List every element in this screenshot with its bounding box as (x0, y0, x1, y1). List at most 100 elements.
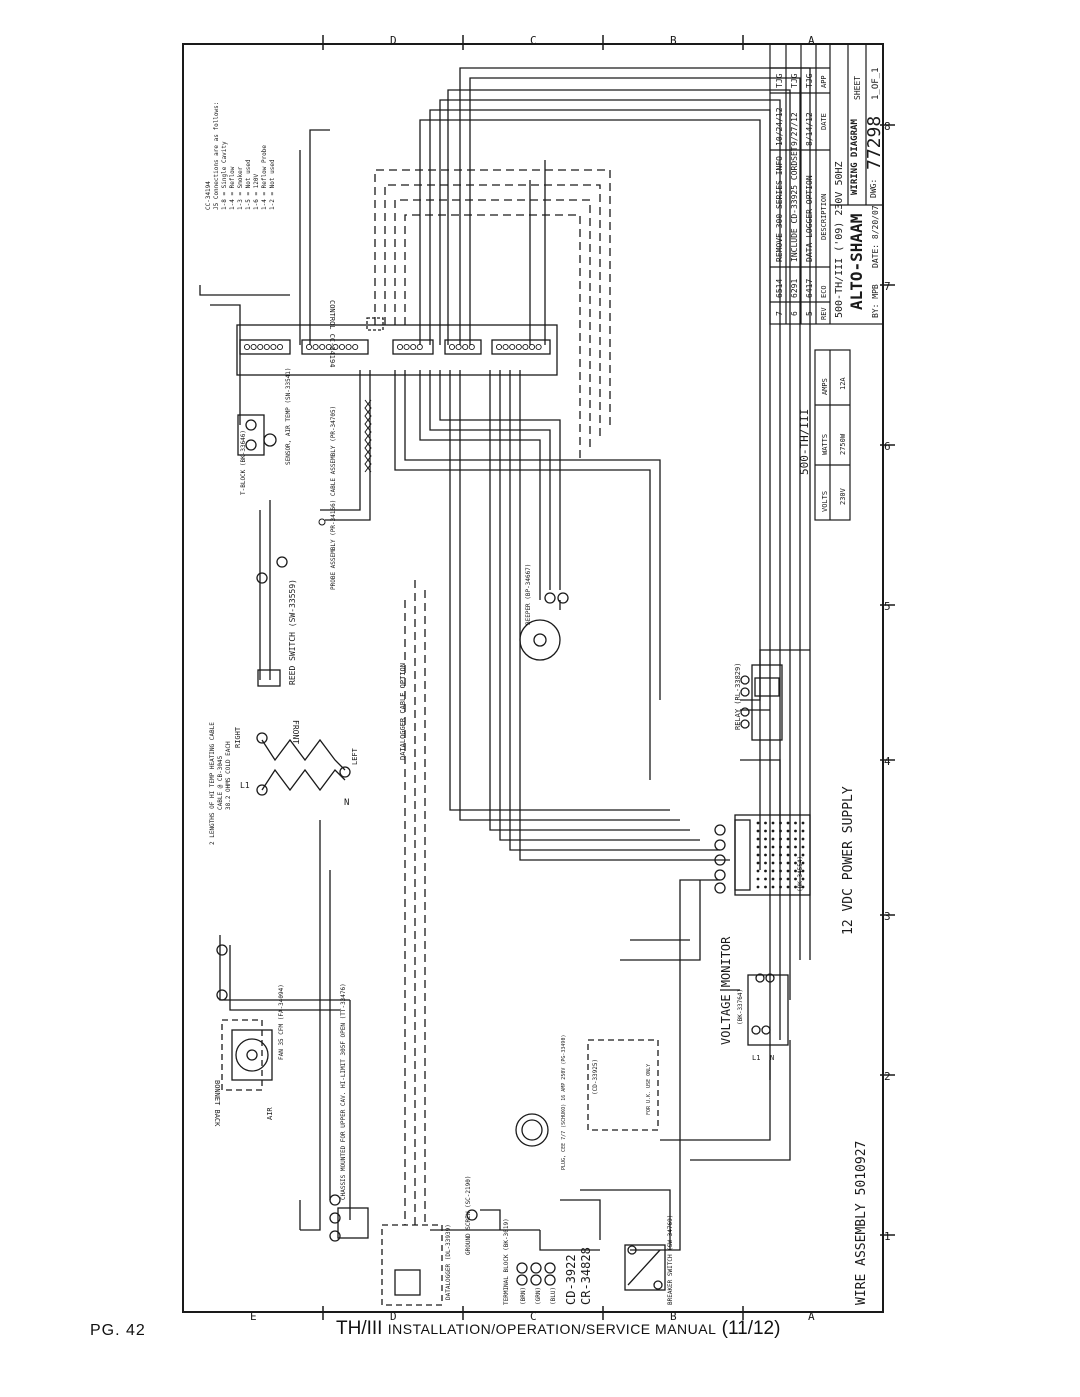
title-block (769, 43, 884, 325)
label-front: FRONT (291, 720, 300, 744)
connector-pin (305, 343, 313, 351)
rev-header-desc: DESCRIPTION (820, 194, 828, 240)
rev-6-app: TJG (790, 73, 799, 88)
note-6: 1-6 = 120V (253, 173, 260, 210)
label-datalogger: DATALOGGER (DL-33939) (445, 1224, 452, 1300)
vent-dot (801, 869, 805, 873)
label-bonnet: BONNET BACK (213, 1080, 221, 1127)
drawing-title: WIRING DIAGRAM (850, 119, 860, 195)
vent-dot (801, 853, 805, 857)
grid-row-b: B (670, 1310, 677, 1320)
vent-dot (779, 877, 782, 881)
vent-dot (794, 861, 797, 865)
grid-row-d: D (390, 1310, 397, 1320)
vent-dot (786, 885, 790, 889)
vent-dot (764, 861, 767, 865)
grid-row-b-top: B (670, 34, 677, 47)
grid-row-a: A (808, 1310, 815, 1320)
label-ground: GROUND SCREW (SC-2190) (465, 1176, 472, 1255)
vent-dot (794, 877, 797, 881)
connector-pin (502, 343, 509, 351)
rev-header-date: DATE (820, 113, 828, 130)
spec-header-volts: VOLTS (821, 491, 829, 512)
vent-dot (779, 829, 782, 833)
label-beeper: BEEPER (BP-34667) (525, 564, 532, 625)
label-heating: 2 LENGTHS OF HI TEMP HEATING CABLE (209, 722, 216, 845)
sheet-label: SHEET (853, 76, 862, 100)
control-board (236, 317, 558, 376)
rev-6-rev: 6 (790, 311, 799, 316)
rev-6-desc: INCLUDE CD-33925 CORDSET (790, 146, 799, 262)
connector-pin (416, 343, 423, 351)
control-connector-j3 (392, 339, 434, 355)
note-2: 1-8 = Single Cavity (221, 141, 228, 210)
label-cord-2: CR-34828 (579, 1247, 593, 1305)
vent-dot (764, 821, 767, 825)
label-power-supply: 12 VDC POWER SUPPLY (841, 786, 856, 935)
connector-pin (396, 343, 404, 351)
rev-7-eco: 6514 (775, 279, 784, 298)
grid-col-8: 8 (884, 120, 891, 133)
connector-pin (257, 343, 264, 351)
sheet-border (182, 43, 884, 1313)
grid-ticks (322, 35, 895, 1320)
vent-dot (771, 845, 775, 849)
connector-pin (319, 343, 326, 351)
vent-dot (801, 861, 805, 865)
rev-7-rev: 7 (775, 311, 784, 316)
grid-column-labels: 1 2 3 4 5 6 7 8 (884, 120, 891, 1243)
connector-pin (332, 343, 339, 351)
connector-pin (515, 343, 522, 351)
vent-dot (779, 837, 782, 841)
label-plug: PLUG, CEE 7/7 (SCHUKO) 16 AMP 250V (PG-3… (561, 1035, 567, 1170)
dwg-label: DWG: (869, 179, 878, 198)
page-number: PG. 42 (90, 1322, 146, 1339)
tblock-sensor (237, 414, 277, 456)
vent-dot (779, 853, 782, 857)
date-line: DATE: 8/20/07 (871, 205, 880, 268)
connector-pin (468, 343, 475, 351)
vent-dot (801, 837, 805, 841)
grid-col-2: 2 (884, 1070, 891, 1083)
by-line: BY: MPB (871, 284, 880, 318)
note-1: J5 Connections are as follows: (213, 102, 220, 210)
label-l1-heater: L1 (240, 781, 250, 790)
label-cord: CD-3922 (564, 1254, 578, 1305)
rev-header-eco: ECO (820, 285, 828, 298)
vent-dot (779, 845, 782, 849)
label-voltage-monitor: VOLTAGE MONITOR (719, 936, 733, 1045)
spec-header-watts: WATTS (821, 434, 829, 455)
connector-pin (312, 343, 319, 351)
manual-title: INSTALLATION/OPERATION/SERVICE MANUAL (387, 1321, 717, 1337)
hi-limit (329, 1194, 369, 1242)
rev-5-desc: DATA LOGGER OPTION (805, 175, 814, 262)
vent-dot (764, 845, 767, 849)
vent-dot (786, 853, 790, 857)
brand-logo: ALTO-SHAAM (847, 214, 866, 310)
label-uk-only: FOR U.K. USE ONLY (646, 1064, 652, 1115)
vent-dot (771, 853, 775, 857)
rev-5-eco: 6417 (805, 279, 814, 298)
label-fan: FAN 35 CFM (FA-34094) (278, 984, 285, 1060)
plug-schuko (515, 1039, 659, 1147)
label-power-supply-pn: (BK-34554) (797, 856, 804, 892)
vent-dot (764, 885, 767, 889)
vent-dot (794, 821, 797, 825)
connector-pin (338, 343, 346, 351)
grid-col-6: 6 (884, 440, 891, 453)
note-7: 1-4 = Reflow Probe (261, 145, 268, 210)
label-wire-assembly: WIRE ASSEMBLY 5010927 (854, 1141, 869, 1305)
label-heating-3: 38.2 OHMS COLD EACH (225, 741, 232, 810)
vent-dot (779, 869, 782, 873)
connector-pin (403, 343, 410, 351)
label-tblock: T-BLOCK (BK-33646) (240, 430, 247, 495)
wiring-diagram-sheet: 1 2 3 4 5 6 7 8 A B C D E A B C D (182, 34, 895, 1320)
rev-5-date: 8/14/12 (805, 112, 814, 146)
vent-dot (786, 861, 790, 865)
vent-dot (786, 877, 790, 881)
label-air: AIR (266, 1107, 274, 1120)
connector-pin (455, 343, 462, 351)
vent-dot (756, 885, 760, 889)
vent-dot (764, 877, 767, 881)
spec-table (814, 349, 851, 521)
